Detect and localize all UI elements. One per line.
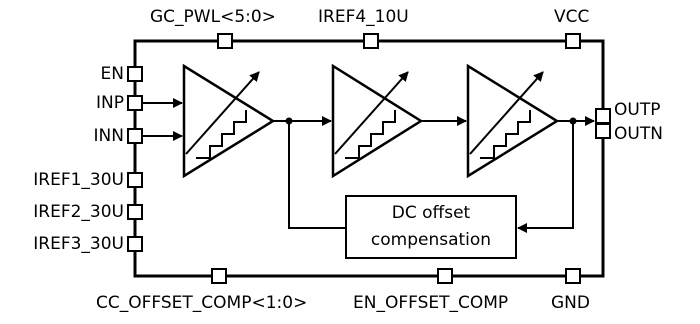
amplifier-stage-1	[182, 63, 276, 179]
pin-vcc	[565, 33, 581, 49]
label-vcc: VCC	[554, 7, 590, 27]
label-iref4: IREF4_10U	[318, 7, 409, 27]
pin-iref3	[127, 236, 143, 252]
pin-gnd	[565, 268, 581, 284]
pin-gc-pwl	[217, 33, 233, 49]
pin-outn	[595, 123, 611, 139]
label-outn: OUTN	[614, 124, 663, 144]
pin-inn	[127, 128, 143, 144]
pin-en	[127, 66, 143, 82]
feedback-in-wire	[517, 121, 574, 233]
dc-offset-block	[345, 195, 517, 259]
pin-iref4	[363, 33, 379, 49]
pin-iref1	[127, 172, 143, 188]
label-outp: OUTP	[614, 100, 661, 120]
label-inp: INP	[96, 93, 124, 113]
label-cc-offset: CC_OFFSET_COMP<1:0>	[96, 293, 308, 313]
label-gc-pwl: GC_PWL<5:0>	[150, 7, 276, 27]
pin-en-offset	[437, 268, 453, 284]
pin-outp	[595, 108, 611, 124]
label-iref1: IREF1_30U	[33, 170, 124, 190]
feedback-out-wire	[288, 121, 346, 229]
amplifier-stage-2	[331, 63, 424, 179]
amplifier-stage-3	[466, 63, 560, 179]
label-iref2: IREF2_30U	[33, 202, 124, 222]
dc-block-line1: DC offset	[391, 203, 471, 223]
pin-cc-offset	[211, 268, 227, 284]
label-iref3: IREF3_30U	[33, 234, 124, 254]
pin-iref2	[127, 204, 143, 220]
pin-inp	[127, 95, 143, 111]
dc-block-label: DC offset compensation	[346, 200, 516, 254]
dc-block-line2: compensation	[370, 230, 492, 250]
label-en: EN	[100, 64, 124, 84]
label-en-offset: EN_OFFSET_COMP	[353, 293, 509, 313]
label-gnd: GND	[551, 293, 590, 313]
label-inn: INN	[93, 126, 124, 146]
